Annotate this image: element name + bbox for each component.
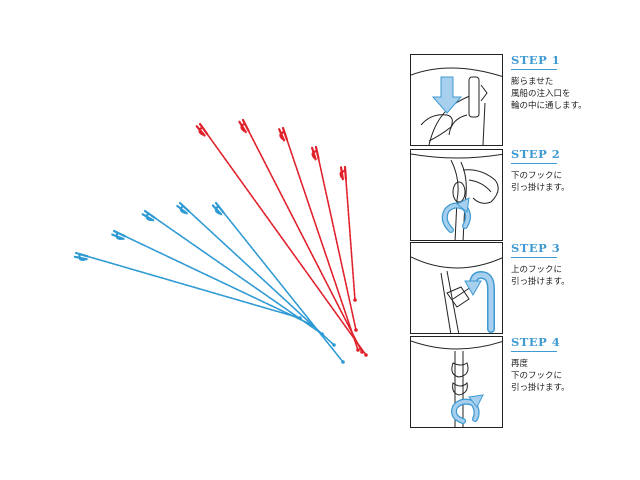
step-3-title: STEP 3	[511, 241, 561, 255]
step-1-divider	[511, 69, 557, 70]
curl-arrow-icon	[451, 394, 484, 424]
step-2-panel	[410, 149, 503, 241]
step-4-panel	[410, 336, 503, 428]
blue-stick	[211, 201, 345, 364]
red-stick	[195, 122, 368, 357]
blue-sticks	[73, 201, 345, 364]
red-stick	[310, 145, 358, 332]
blue-stick	[73, 251, 302, 320]
hook-arrow-icon	[464, 270, 495, 333]
curl-arrow-icon	[441, 197, 471, 233]
down-arrow-icon	[431, 76, 463, 114]
step-2-divider	[511, 163, 557, 164]
balloon-clip-sticks-illustration	[73, 118, 368, 364]
step-2-text: 下のフックに 引っ掛けます。	[511, 171, 570, 193]
red-stick	[238, 118, 364, 354]
step-3-divider	[511, 257, 557, 258]
step-1-panel	[410, 54, 503, 146]
step-4-divider	[511, 351, 557, 352]
step-3-text: 上のフックに 引っ掛けます。	[511, 265, 570, 287]
step-2-title: STEP 2	[511, 147, 561, 161]
red-stick	[278, 126, 360, 352]
step-1-text: 膨らませた 風船の注入口を 輪の中に通します。	[511, 77, 587, 111]
step-1-title: STEP 1	[511, 53, 561, 67]
step-4-text: 再度 下のフックに 引っ掛けます。	[511, 359, 570, 393]
step-4-title: STEP 4	[511, 335, 561, 349]
blue-stick	[176, 201, 336, 347]
blue-stick	[141, 209, 324, 336]
red-stick	[339, 165, 357, 302]
red-sticks	[195, 118, 368, 357]
step-3-panel	[410, 242, 503, 334]
